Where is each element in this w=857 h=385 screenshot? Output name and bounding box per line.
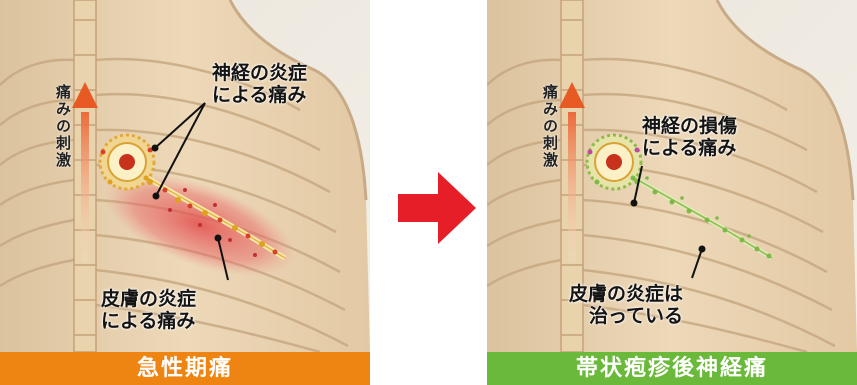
pain-stimulus-label: 痛みの刺激 [542, 84, 557, 169]
stimulus-arrow-shaft [81, 112, 89, 262]
pain-stimulus-label: 痛みの刺激 [55, 84, 70, 169]
nerve-damage-callout: 神経の損傷 による痛み [642, 115, 737, 159]
postherpetic-neuralgia-panel: 痛みの刺激 神経の損傷 による痛み 皮膚の炎症は 治っている 帯状疱疹後神経痛 [487, 0, 857, 385]
acute-pain-title-bar: 急性期痛 [0, 352, 370, 385]
nerve-ganglion [100, 135, 154, 189]
nerve-ganglion [587, 135, 641, 189]
acute-pain-panel: 痛みの刺激 神経の炎症 による痛み 皮膚の炎症 による痛み 急性期痛 [0, 0, 370, 385]
skin-inflammation-callout: 皮膚の炎症 による痛み [101, 288, 196, 332]
stimulus-arrow-shaft [568, 112, 576, 262]
phn-title-bar: 帯状疱疹後神経痛 [487, 352, 857, 385]
skin-healed-callout: 皮膚の炎症は 治っている [569, 283, 683, 327]
right-arrow-icon [398, 172, 476, 244]
nerve-inflammation-callout: 神経の炎症 による痛み [212, 62, 307, 106]
